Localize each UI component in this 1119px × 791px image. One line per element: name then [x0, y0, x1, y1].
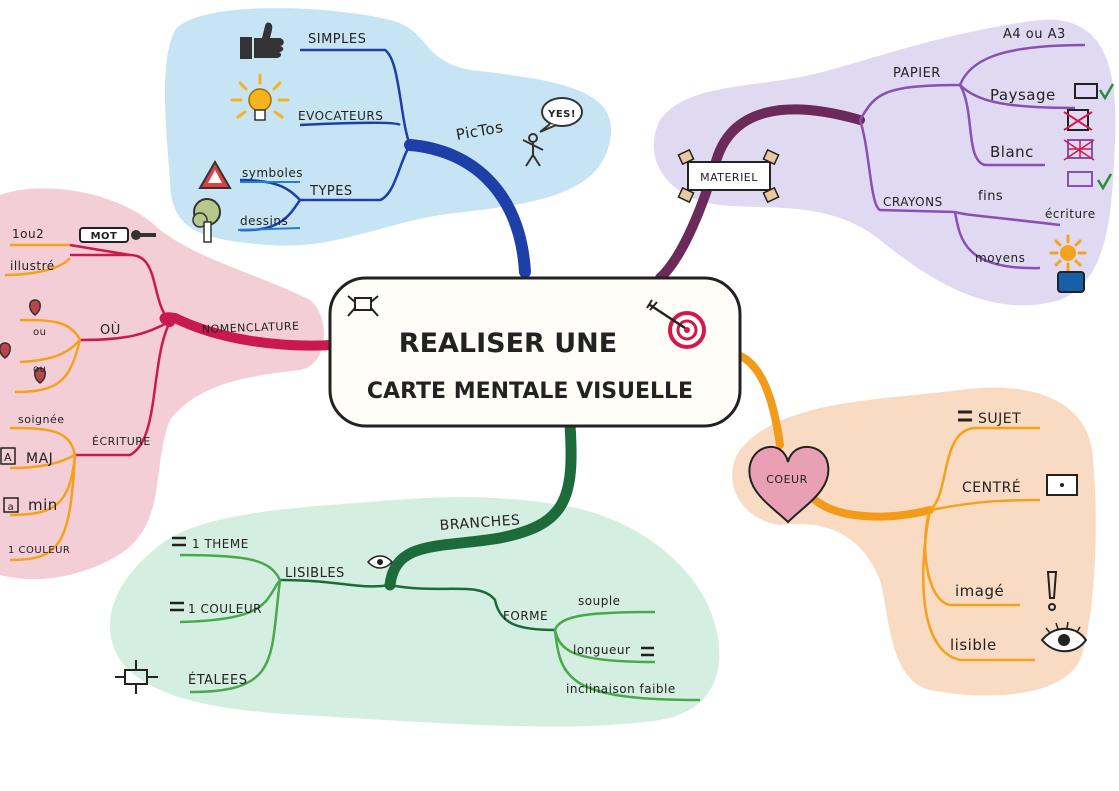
stick-figure-icon [522, 97, 583, 167]
couleur-branch-label: 1 COULEUR [188, 602, 262, 616]
longueur-label: longueur [573, 643, 630, 657]
dessins-label: dessins [240, 214, 288, 228]
fins-label: fins [978, 189, 1003, 204]
tree-icon [192, 198, 221, 243]
key-icon [79, 227, 156, 243]
letter-box-icons [0, 447, 19, 513]
etalees-label: ÉTALEES [188, 672, 247, 688]
bug-icon [347, 295, 379, 317]
symboles-label: symboles [242, 166, 303, 180]
ecriture-nom-label: ÉCRITURE [92, 435, 151, 448]
nomenclature-main-branch [159, 312, 337, 351]
spread-icon [115, 660, 158, 694]
eye-icon [1040, 621, 1088, 653]
nomenclature-label: NOMENCLATURE [202, 320, 300, 336]
materiel-region [653, 19, 1116, 306]
pictos-region [165, 8, 612, 246]
pictos-sub-branches [239, 48, 412, 232]
sujet-label: SUJET [978, 411, 1021, 427]
un-ou-deux-label: 1ou2 [12, 227, 44, 241]
coeur-main-branch [734, 351, 934, 521]
materiel-label: MATERIEL [700, 171, 758, 184]
warning-triangle-icon [198, 159, 232, 189]
map-pin-icon [0, 299, 46, 384]
inclinaison-label: inclinaison faible [566, 682, 676, 696]
coeur-label: COEUR [766, 473, 807, 486]
central-node [328, 276, 742, 428]
central-title-line1: REALISER UNE [399, 328, 617, 359]
centered-box-icon [1046, 474, 1078, 496]
blue-marker-icon [1057, 271, 1085, 293]
moyens-label: moyens [975, 251, 1025, 265]
checkmark-icon [1096, 83, 1115, 191]
forme-label: FORME [503, 609, 548, 623]
couleur-nom-label: 1 COULEUR [8, 545, 70, 556]
pictos-main-branch [404, 139, 531, 278]
heart-icon [748, 445, 830, 524]
sujet-mark-icon [958, 410, 972, 422]
yes-bubble-text: YES! [547, 109, 576, 120]
paper-orientation-icons [1063, 83, 1098, 187]
illustre-label: illustré [10, 259, 55, 273]
maj-label: MAJ [26, 451, 53, 467]
blanc-label: Blanc [990, 143, 1034, 161]
equal-marks-icon [170, 536, 654, 657]
lisibles-label: LISIBLES [285, 566, 345, 581]
ou-label-1: ou [33, 327, 46, 338]
coeur-region [732, 387, 1096, 696]
mot-label: MOT [91, 231, 118, 242]
nomenclature-sub-branches [69, 243, 172, 457]
theme-label: 1 THEME [192, 537, 249, 551]
sun-icon [1049, 234, 1087, 272]
branches-label: BRANCHES [439, 512, 521, 534]
lightbulb-icon [230, 73, 290, 121]
nomenclature-leaf-lines [4, 243, 82, 562]
lisibles-eye-icon [367, 555, 393, 569]
coeur-sub-branches [921, 426, 1041, 662]
a4-label: A4 ou A3 [1003, 27, 1066, 42]
soignee-label: soignée [18, 413, 65, 426]
branches-main-branch [384, 419, 577, 591]
branches-sub-branches [279, 578, 556, 632]
branches-leaf-lines [179, 553, 701, 702]
min-icon-letter: a [8, 502, 15, 513]
ou-label-2: ou [33, 364, 46, 375]
image-label: imagé [955, 582, 1004, 600]
central-title-line2: CARTE MENTALE VISUELLE [367, 379, 693, 404]
thumbs-up-icon [240, 22, 284, 59]
papier-label: PAPIER [893, 66, 941, 81]
min-label: min [28, 496, 58, 514]
nomenclature-region [0, 188, 324, 580]
materiel-sign-icon [677, 148, 780, 204]
types-label: TYPES [309, 184, 353, 199]
centre-label: CENTRÉ [962, 479, 1021, 496]
pictos-leaf-lines [237, 181, 301, 231]
paysage-label: Paysage [990, 86, 1056, 104]
ecriture-label: écriture [1045, 207, 1096, 221]
materiel-sub-branches [858, 43, 1086, 270]
simples-label: SIMPLES [308, 32, 366, 47]
target-icon [646, 299, 706, 349]
lisible-label: lisible [950, 636, 997, 654]
souple-label: souple [578, 594, 621, 608]
crayons-label: CRAYONS [883, 195, 943, 209]
maj-icon-letter: A [4, 451, 12, 464]
ou-label: OÙ [100, 322, 121, 338]
exclamation-icon [1046, 571, 1058, 611]
evocateurs-label: EVOCATEURS [298, 109, 383, 123]
